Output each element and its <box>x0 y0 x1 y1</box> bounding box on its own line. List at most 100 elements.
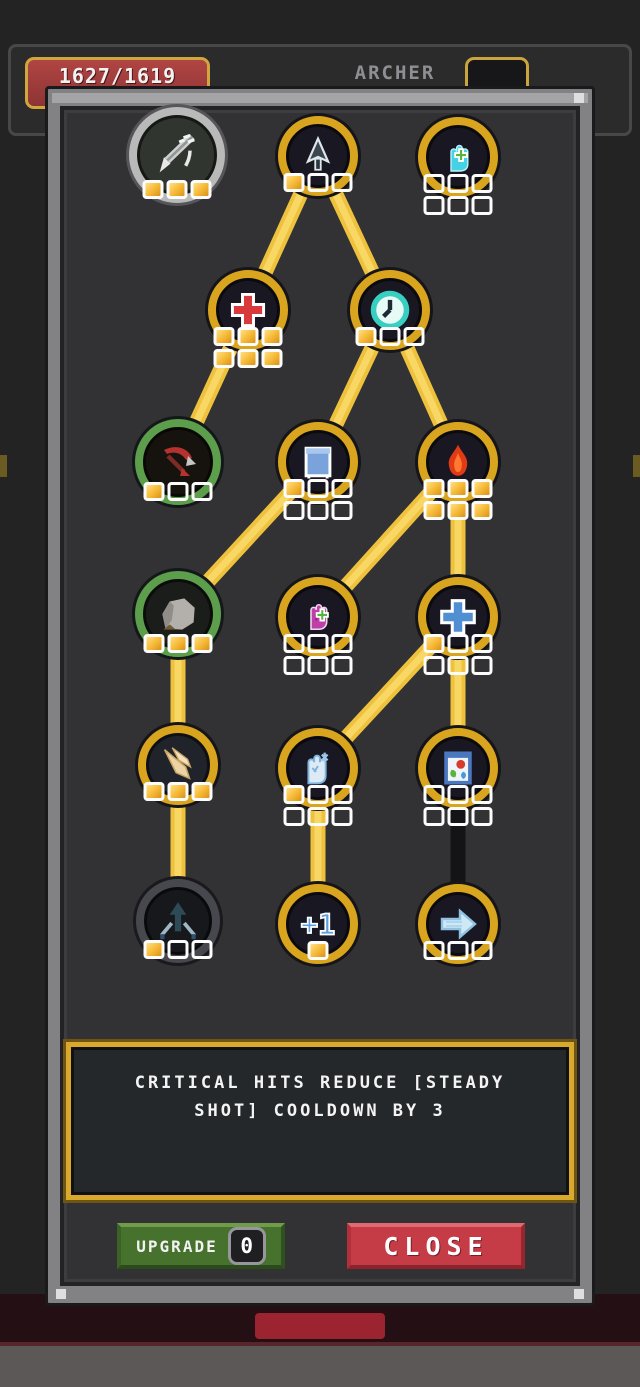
pip-filled <box>283 479 305 498</box>
close-button[interactable]: CLOSE <box>347 1223 525 1269</box>
skill-node-boulder[interactable] <box>135 571 221 657</box>
pip-filled <box>423 634 445 653</box>
pip-empty <box>447 941 469 960</box>
pip-empty <box>283 807 305 826</box>
skill-pips <box>423 479 493 520</box>
skill-node-banner[interactable] <box>278 422 358 520</box>
pip-empty <box>331 501 353 520</box>
pip-filled <box>167 782 189 801</box>
pip-empty <box>403 327 425 346</box>
pip-filled <box>261 327 283 346</box>
pip-filled <box>471 479 493 498</box>
glove-plus-icon <box>297 596 339 638</box>
pip-filled <box>166 180 188 199</box>
skill-pips <box>355 327 425 346</box>
pip-empty <box>423 196 445 215</box>
pip-empty <box>447 785 469 804</box>
skill-node-silver-arrow[interactable] <box>129 107 225 203</box>
skill-pips <box>307 941 329 960</box>
skill-node-clock[interactable] <box>350 270 430 350</box>
scroll-gems-icon <box>436 746 480 790</box>
pip-filled <box>213 327 235 346</box>
flame-icon <box>436 440 480 484</box>
pip-empty <box>283 501 305 520</box>
pip-filled <box>261 349 283 368</box>
pip-empty <box>331 634 353 653</box>
pip-empty <box>331 807 353 826</box>
pip-filled <box>447 501 469 520</box>
pip-filled <box>237 327 259 346</box>
pip-empty <box>307 656 329 675</box>
svg-text:+1: +1 <box>301 908 336 942</box>
skill-node-scroll-gems[interactable] <box>418 728 498 826</box>
skill-pips <box>283 173 353 192</box>
skill-node-frost-hand[interactable] <box>278 728 358 826</box>
upgrade-button[interactable]: UPGRADE 0 <box>117 1223 285 1269</box>
pip-empty <box>471 941 493 960</box>
skill-pips <box>143 482 213 501</box>
skill-node-hand-plus[interactable] <box>418 117 498 215</box>
pip-filled <box>143 482 165 501</box>
banner-icon <box>296 440 340 484</box>
skill-node-arrow-up-swords[interactable] <box>136 879 220 963</box>
scene-edge-left <box>0 455 7 477</box>
dialog-corner-thumb <box>56 1289 66 1299</box>
clock-icon <box>368 288 412 332</box>
pip-filled <box>355 327 377 346</box>
red-cross-icon <box>226 288 270 332</box>
pip-empty <box>191 482 213 501</box>
skill-pips <box>423 941 493 960</box>
pip-empty <box>167 940 189 959</box>
skill-node-bow-shot[interactable] <box>135 419 221 505</box>
pip-filled <box>142 180 164 199</box>
pip-filled <box>191 634 213 653</box>
pip-empty <box>379 327 401 346</box>
skill-node-arrow-right[interactable] <box>418 884 498 964</box>
pip-empty <box>283 656 305 675</box>
pip-empty <box>331 656 353 675</box>
skill-node-arrowhead[interactable] <box>278 116 358 196</box>
pip-empty <box>423 174 445 193</box>
skill-node-flame[interactable] <box>418 422 498 520</box>
pip-filled <box>143 940 165 959</box>
skill-pips <box>143 940 213 959</box>
skill-node-red-cross[interactable] <box>208 270 288 368</box>
upgrade-button-label: UPGRADE <box>136 1236 218 1256</box>
skill-pips <box>423 634 493 675</box>
skill-node-blue-cross[interactable] <box>418 577 498 675</box>
pip-empty <box>471 656 493 675</box>
pip-filled <box>190 180 212 199</box>
pip-empty <box>447 807 469 826</box>
pip-filled <box>471 501 493 520</box>
arrowhead-icon <box>296 134 340 178</box>
pip-filled <box>167 634 189 653</box>
pip-empty <box>471 174 493 193</box>
pip-empty <box>447 656 469 675</box>
pip-empty <box>471 807 493 826</box>
pip-empty <box>423 785 445 804</box>
pip-empty <box>331 785 353 804</box>
pip-filled <box>423 479 445 498</box>
skill-pips <box>142 180 212 199</box>
skill-node-spikes[interactable] <box>138 725 218 805</box>
pip-filled <box>237 349 259 368</box>
upgrade-points-badge: 0 <box>227 1227 266 1265</box>
skill-node-plus-one[interactable]: +1 <box>278 884 358 964</box>
skill-pips <box>423 785 493 826</box>
pip-empty <box>331 479 353 498</box>
pip-empty <box>447 634 469 653</box>
pip-filled <box>143 634 165 653</box>
skill-node-glove-plus[interactable] <box>278 577 358 675</box>
pip-empty <box>307 501 329 520</box>
skill-pips <box>283 479 353 520</box>
bottom-red-button[interactable] <box>255 1313 385 1339</box>
class-label: ARCHER <box>354 62 436 84</box>
skill-pips <box>283 634 353 675</box>
pip-empty <box>307 785 329 804</box>
pip-filled <box>283 173 305 192</box>
pip-filled <box>423 501 445 520</box>
pip-empty <box>471 785 493 804</box>
skill-pips <box>143 634 213 653</box>
plus-one-icon: +1 <box>295 901 341 947</box>
